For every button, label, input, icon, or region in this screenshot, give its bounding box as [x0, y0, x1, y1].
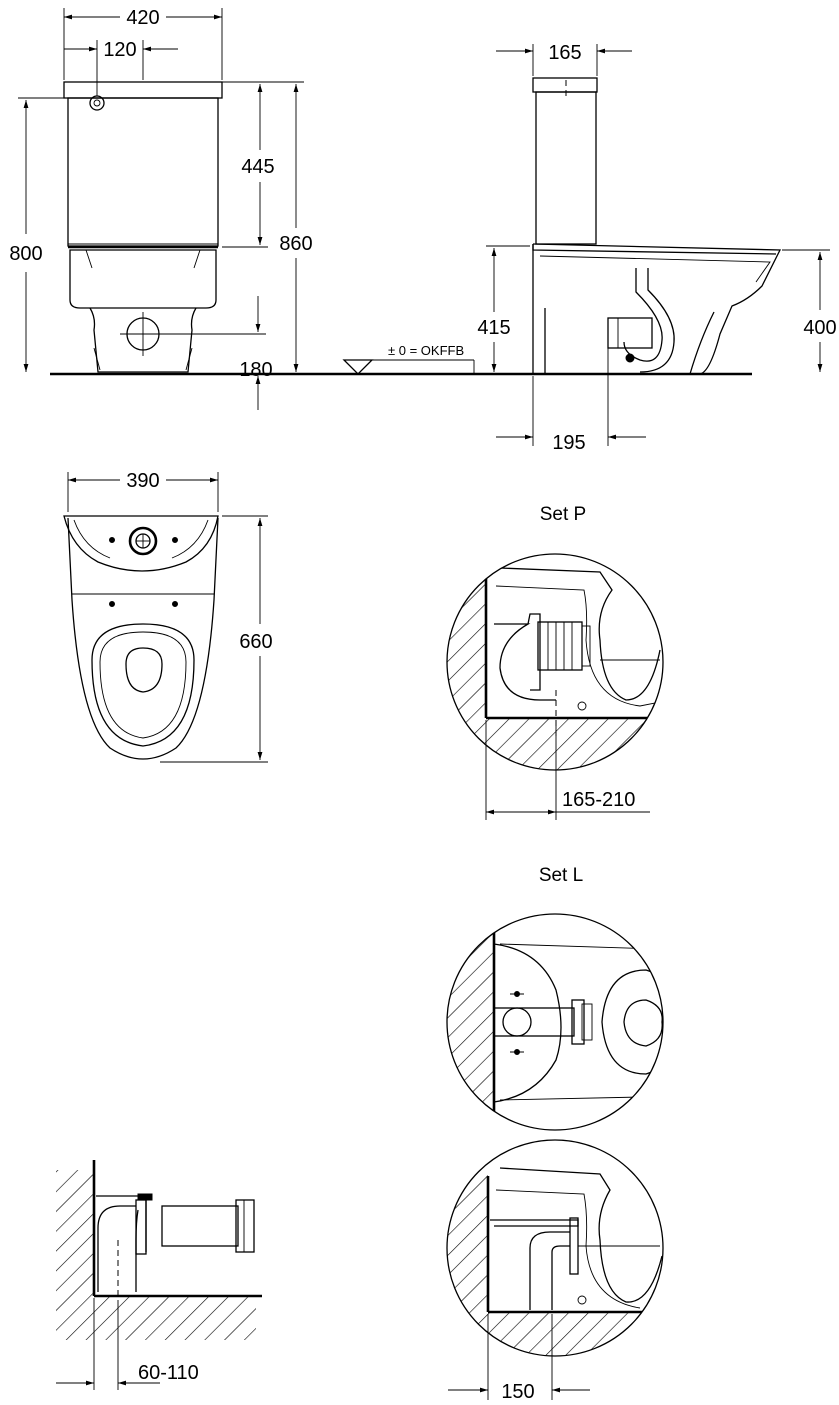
- front-view: 420 120 800 445 860 180: [9, 7, 752, 410]
- set-p-detail: Set P 165-210: [446, 504, 664, 820]
- bend-detail-dim: 60-110: [138, 1362, 199, 1384]
- side-view: 165 415 400 195: [477, 42, 836, 454]
- floor-reference-label: ± 0 = OKFFB: [388, 343, 464, 358]
- flush-button-icon: [128, 526, 158, 556]
- top-view: 390 660: [63, 470, 273, 763]
- dim-flush-offset: 120: [103, 39, 136, 61]
- dim-outlet-height: 180: [239, 359, 272, 381]
- dim-bowl-height: 400: [803, 317, 836, 339]
- set-p-dim: 165-210: [562, 789, 635, 811]
- set-p-title: Set P: [540, 504, 586, 525]
- dim-outlet-setback: 195: [552, 432, 585, 454]
- set-l-bottom-detail: 150: [446, 1139, 664, 1403]
- dim-rim-height: 415: [477, 317, 510, 339]
- dim-tank-depth: 165: [548, 42, 581, 64]
- set-l-detail: Set L: [446, 865, 664, 1131]
- floor-reference: ± 0 = OKFFB: [342, 343, 475, 375]
- dim-seat-height: 800: [9, 243, 42, 265]
- set-l-bottom-dim: 150: [501, 1381, 534, 1403]
- dim-width-total: 420: [126, 7, 159, 29]
- outlet-icon: [120, 312, 166, 356]
- dim-tank-height: 445: [241, 156, 274, 178]
- set-l-title: Set L: [539, 865, 583, 886]
- dim-overall-height: 860: [279, 233, 312, 255]
- bend-detail: 60-110: [56, 1160, 264, 1390]
- dim-width: 390: [126, 470, 159, 492]
- dim-depth: 660: [239, 631, 272, 653]
